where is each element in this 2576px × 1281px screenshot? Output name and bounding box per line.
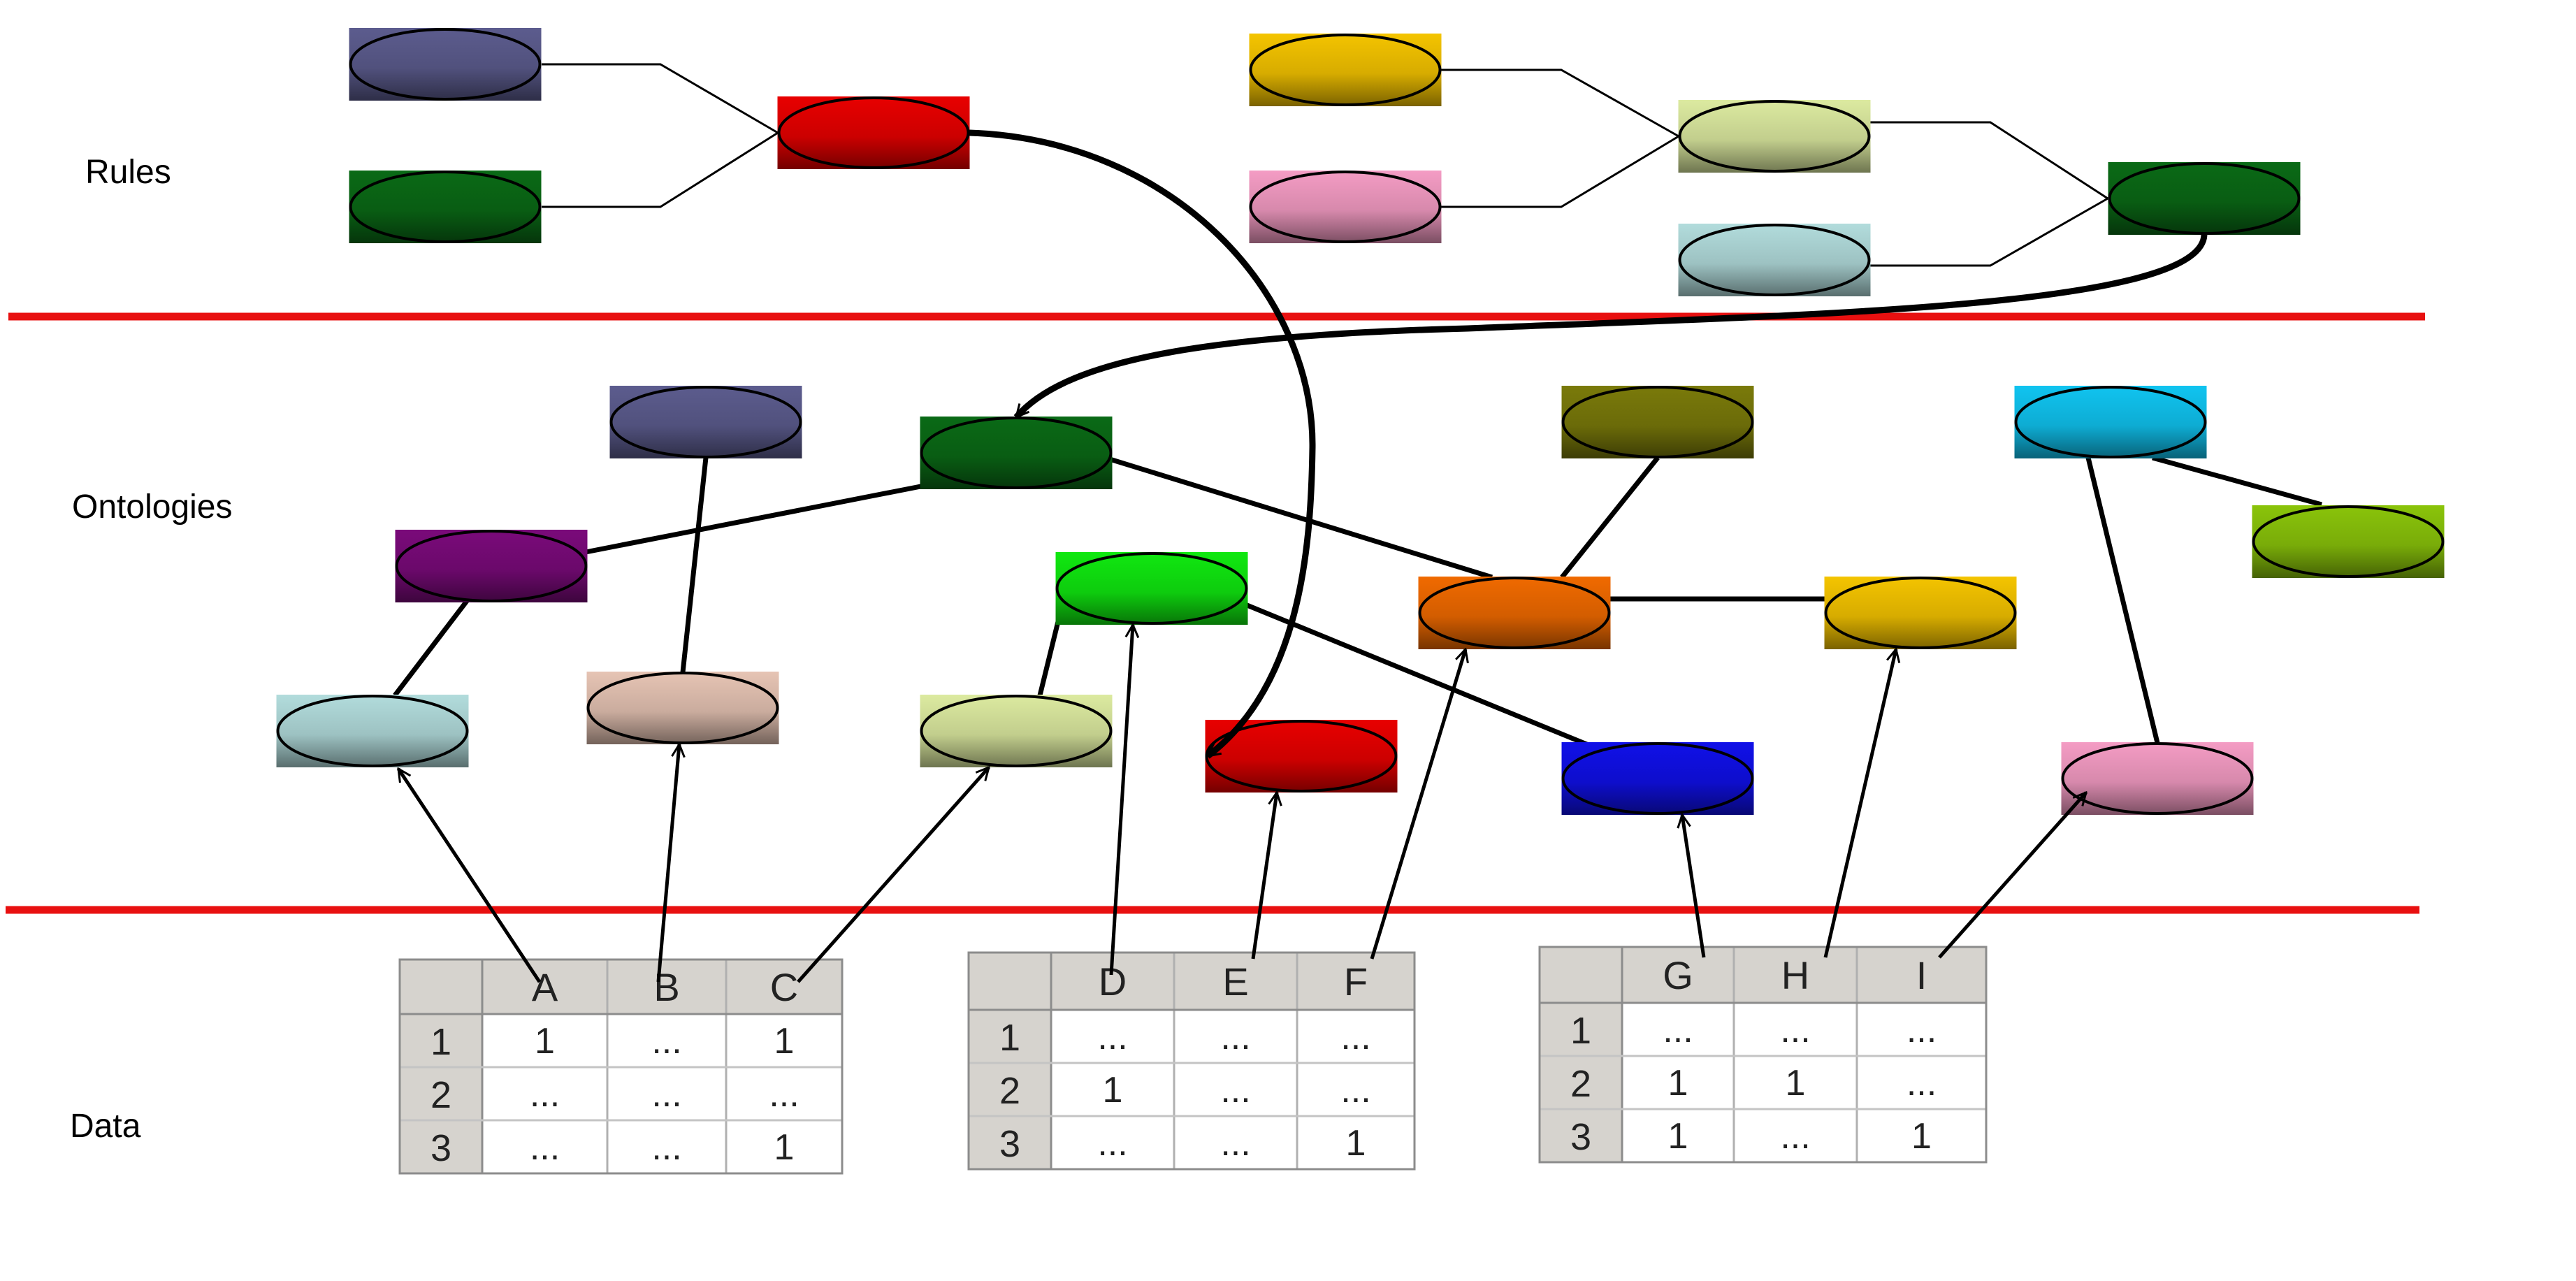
spreadsheet-cell: ... <box>651 1127 681 1168</box>
arrow-c-to-paleyellow <box>797 767 989 983</box>
node-r-paleyel <box>1678 100 1871 173</box>
node-o-yelgrn <box>2252 505 2445 578</box>
spreadsheet-cell: ... <box>1097 1123 1127 1164</box>
node-o-blue <box>1561 742 1754 815</box>
layer-label-data: Data <box>70 1108 141 1145</box>
onto-edge-darkgreen-orange <box>1108 456 1493 580</box>
spreadsheet-cell: 1 <box>1346 1123 1366 1164</box>
node-r-ltblue <box>1678 224 1871 296</box>
spreadsheet-row-number: 2 <box>1570 1063 1591 1105</box>
onto-edge-purple-darkgreen <box>585 479 943 555</box>
spreadsheet-cell: ... <box>1220 1017 1250 1057</box>
spreadsheet-cell: 1 <box>1668 1116 1688 1157</box>
spreadsheet-cell: 1 <box>1668 1063 1688 1103</box>
arrow-rule-darkgreen-to-onto-darkgreen <box>1013 234 2208 419</box>
spreadsheet-column-header: H <box>1781 953 1809 997</box>
node-o-gold <box>1824 577 2017 649</box>
node-o-dkgreen <box>920 417 1113 489</box>
spreadsheet-column-header: A <box>532 965 558 1009</box>
spreadsheet-column-header: E <box>1222 960 1248 1004</box>
spreadsheet-row-number: 1 <box>430 1021 451 1063</box>
spreadsheet-row-number: 3 <box>430 1127 451 1169</box>
spreadsheet-cell: ... <box>1663 1010 1693 1050</box>
spreadsheet-cell: ... <box>1220 1123 1250 1164</box>
spreadsheet-cell: 1 <box>1911 1116 1932 1157</box>
onto-edge-navy-tan <box>680 457 709 673</box>
spreadsheet-cell: ... <box>1340 1070 1370 1110</box>
node-o-navy <box>609 386 802 458</box>
node-r-green <box>349 171 542 243</box>
spreadsheet-cell: 1 <box>1786 1063 1806 1103</box>
spreadsheet-cell: ... <box>1780 1116 1810 1157</box>
layer-label-ontologies: Ontologies <box>72 488 232 526</box>
rule-bracket-gold-paleyellow <box>1441 68 1679 138</box>
spreadsheet-row-number: 2 <box>999 1070 1020 1112</box>
spreadsheet-row-number: 3 <box>999 1123 1020 1165</box>
onto-edge-cyan-pink <box>2085 457 2160 744</box>
onto-edge-cyan-yellowgreen <box>2152 455 2322 507</box>
spreadsheet-cell: ... <box>1340 1017 1370 1057</box>
spreadsheet-row-number: 1 <box>999 1017 1020 1059</box>
spreadsheet-column-header: F <box>1344 960 1368 1004</box>
spreadsheet-row-number: 1 <box>1570 1010 1591 1052</box>
spreadsheet-cell: 1 <box>774 1021 795 1062</box>
layer-label-rules: Rules <box>85 154 171 191</box>
spreadsheet-cell: 1 <box>1103 1070 1123 1110</box>
rule-bracket-paleyellow-darkgreen <box>1870 121 2108 200</box>
spreadsheet-cell: ... <box>651 1021 681 1062</box>
node-r-red <box>777 96 970 169</box>
spreadsheet-cell: 1 <box>774 1127 795 1168</box>
arrow-a-to-lightblue <box>396 769 542 983</box>
node-r-gold <box>1249 34 1442 106</box>
spreadsheet-cell: ... <box>530 1127 560 1168</box>
spreadsheet-column-header: I <box>1916 953 1927 997</box>
node-o-cyan <box>2014 386 2207 458</box>
arrow-b-to-tan <box>656 744 679 983</box>
onto-edge-brightgreen-blue <box>1244 602 1602 753</box>
rule-bracket-pink-paleyellow <box>1441 135 1679 208</box>
spreadsheet-cell: ... <box>769 1074 799 1115</box>
rule-bracket-navy-red <box>542 63 779 134</box>
spreadsheet-column-header: G <box>1663 953 1693 997</box>
node-o-paleyel <box>920 695 1113 767</box>
node-r-navy <box>349 28 542 101</box>
arrow-f-to-orange <box>1370 649 1466 960</box>
node-o-orange <box>1418 577 1611 649</box>
spreadsheet-cell: 1 <box>535 1021 555 1062</box>
arrow-i-to-pink <box>1938 793 2086 959</box>
spreadsheet-row-number: 2 <box>430 1074 451 1116</box>
node-o-tan <box>586 672 779 744</box>
spreadsheet-cell: ... <box>1097 1017 1127 1057</box>
onto-edge-purple-lightblue <box>393 599 469 697</box>
spreadsheet-cell: ... <box>1780 1010 1810 1050</box>
spreadsheet-row-number: 3 <box>1570 1116 1591 1158</box>
node-o-pink <box>2061 742 2254 815</box>
arrow-rule-red-to-onto-red <box>969 129 1316 759</box>
rule-bracket-lightblue-darkgreen <box>1870 197 2108 267</box>
node-o-brgreen <box>1055 552 1248 625</box>
spreadsheet-column-header: C <box>770 965 798 1009</box>
arrow-d-to-brightgreen <box>1109 625 1133 976</box>
onto-edge-olive-orange <box>1560 456 1660 579</box>
spreadsheet-cell: ... <box>1906 1063 1937 1103</box>
node-o-olive <box>1561 386 1754 458</box>
node-o-purple <box>395 530 588 602</box>
node-o-ltblue <box>276 695 469 767</box>
arrow-h-to-gold <box>1823 649 1896 958</box>
spreadsheet-cell: ... <box>1220 1070 1250 1110</box>
arrow-g-to-blue <box>1682 815 1706 958</box>
arrow-e-to-red <box>1251 793 1277 960</box>
spreadsheet-cell: ... <box>1906 1010 1937 1050</box>
node-r-dkgreen <box>2108 162 2301 235</box>
rule-bracket-green-red <box>542 131 779 208</box>
spreadsheet-cell: ... <box>530 1074 560 1115</box>
spreadsheet-cell: ... <box>651 1074 681 1115</box>
node-r-pink <box>1249 171 1442 243</box>
spreadsheet-3: G H I 1......... 2 1 1... 3 1... 1 <box>1538 946 1988 1164</box>
